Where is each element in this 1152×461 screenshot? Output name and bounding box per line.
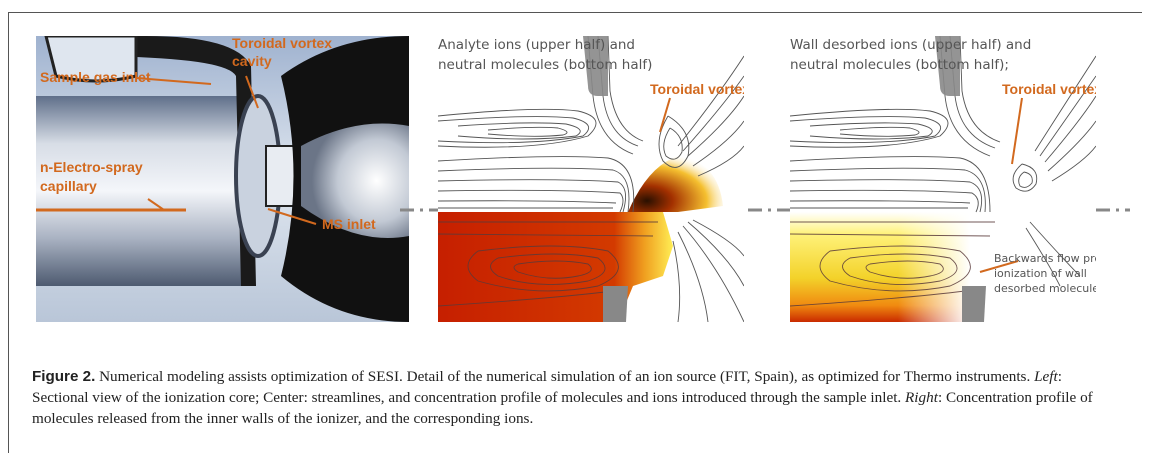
right-vortex-label: Toroidal vortex — [1002, 81, 1096, 97]
streamlines-right-fan — [672, 219, 744, 322]
label-electrospray-1: n-Electro-spray — [40, 159, 143, 175]
wall-lower — [962, 286, 986, 322]
label-ms-inlet: MS inlet — [322, 216, 376, 232]
capillary-arrow — [147, 198, 165, 211]
ionizer-cylinder — [36, 96, 246, 286]
backflow-line-1: Backwards flow prevents — [994, 252, 1096, 265]
label-toroidal-cavity-1: Toroidal vortex — [232, 36, 332, 51]
label-electrospray-2: capillary — [40, 178, 97, 194]
right-title-line-1: Wall desorbed ions (upper half) and — [790, 37, 1031, 53]
backflow-arrow — [979, 260, 1019, 273]
wall-lower — [603, 286, 628, 322]
sample-gas-arrow — [135, 77, 212, 85]
wall-upper — [935, 36, 960, 96]
streamlines-lower — [790, 221, 995, 307]
streamlines-lower — [438, 221, 658, 307]
center-streamlines-svg: Analyte ions (upper half) and neutral mo… — [438, 36, 744, 322]
label-toroidal-cavity-2: cavity — [232, 53, 272, 69]
right-title-line-2: neutral molecules (bottom half); — [790, 57, 1009, 73]
center-title-line-1: Analyte ions (upper half) and — [438, 37, 635, 53]
streamlines-right-fan — [1025, 221, 1081, 287]
vortex-arrow — [659, 97, 671, 133]
housing — [76, 36, 256, 286]
caption-text-2: : Sectional view of the ionization core;… — [32, 368, 1062, 406]
backflow-line-2: ionization of wall — [994, 267, 1087, 280]
right-panel-streamlines: Wall desorbed ions (upper half) and neut… — [790, 36, 1096, 322]
cavity-arrow — [245, 75, 259, 109]
caption-left-label: Left — [1034, 368, 1058, 385]
ms-inlet-arrow — [267, 208, 317, 225]
wall-upper — [583, 36, 608, 96]
center-vortex-label: Toroidal vortex — [650, 81, 744, 97]
figure-label: Figure 2. — [32, 368, 96, 385]
concentration-field-upper — [628, 156, 723, 212]
sectional-view-svg: Sample gas inlet Toroidal vortex cavity … — [36, 36, 409, 322]
caption-text-3: : Concentration profile of molecules rel… — [32, 389, 1093, 427]
label-sample-gas-inlet: Sample gas inlet — [40, 69, 151, 85]
top-bulb — [44, 36, 138, 83]
left-panel-sectional-view: Sample gas inlet Toroidal vortex cavity … — [36, 36, 409, 322]
caption-right-label: Right — [905, 389, 938, 406]
figure-caption: Figure 2. Numerical modeling assists opt… — [32, 366, 1122, 429]
center-panel-streamlines: Analyte ions (upper half) and neutral mo… — [438, 36, 744, 322]
backflow-line-3: desorbed molecules — [994, 282, 1096, 295]
caption-text-1: Numerical modeling assists optimization … — [95, 368, 1035, 385]
streamlines-upper — [438, 36, 744, 213]
ms-inlet-block — [265, 145, 297, 207]
streamlines-upper — [790, 36, 1096, 213]
ms-cone — [301, 123, 409, 238]
figure-frame — [8, 12, 1142, 453]
right-streamlines-svg: Wall desorbed ions (upper half) and neut… — [790, 36, 1096, 322]
vortex-arrow — [1011, 97, 1023, 165]
center-title-line-2: neutral molecules (bottom half) — [438, 57, 652, 73]
